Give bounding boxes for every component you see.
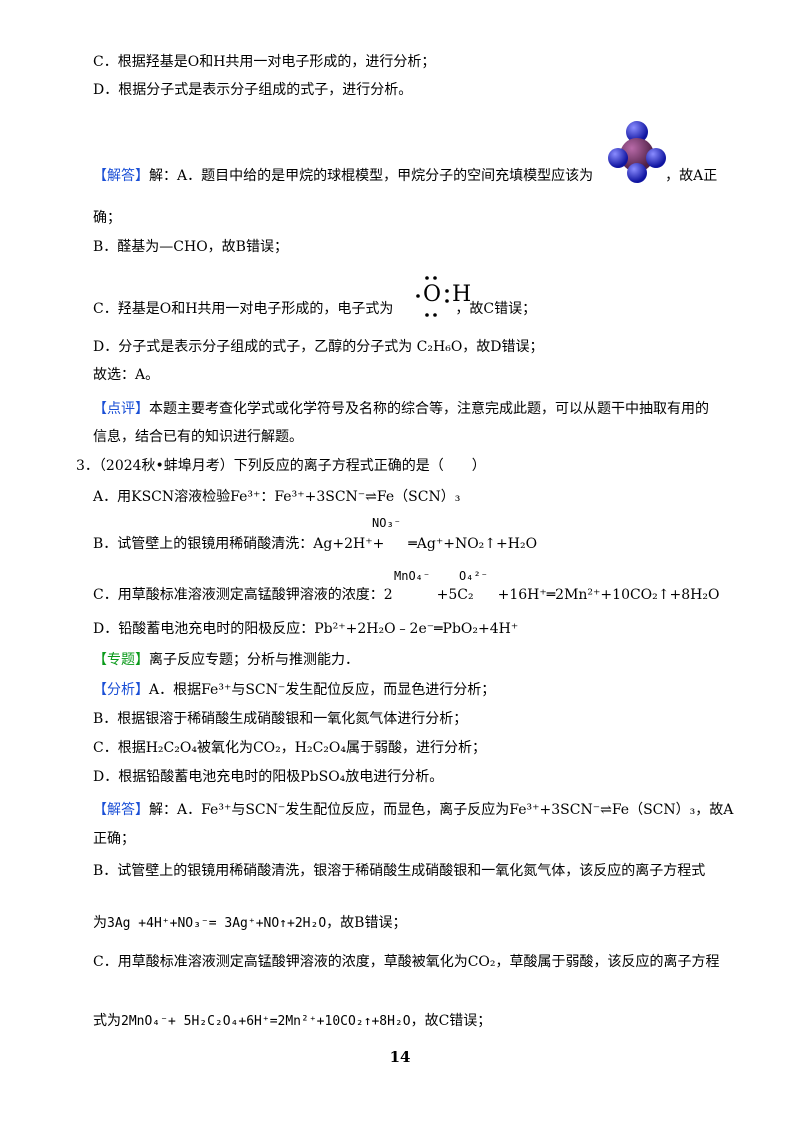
- text-line: D．分子式是表示分子组成的式子，乙醇的分子式为 C₂H₆O，故D错误；: [93, 339, 544, 355]
- text-span: 解：A．题目中给的是甲烷的球棍模型，甲烷分子的空间充填模型应该为: [149, 168, 594, 184]
- text-line: 【解答】解：A．Fe³⁺与SCN⁻发生配位反应，而显色，离子反应为Fe³⁺+3S…: [93, 800, 733, 820]
- review-tag: 【点评】: [93, 401, 149, 417]
- text-span: 本题主要考查化学式或化学符号及名称的综合等，注意完成此题，可以从题干中抽取有用的: [149, 401, 709, 417]
- nitrate-ion: NO₃⁻: [372, 516, 401, 530]
- text-span: B．试管壁上的银镜用稀硝酸清洗：Ag+2H⁺+: [93, 536, 385, 552]
- option-c: C．用草酸标准溶液测定高锰酸钾溶液的浓度：2 +5C₂ +16H⁺═2Mn²⁺+10…: [93, 585, 719, 605]
- text-span: ═Ag⁺+NO₂↑+H₂O: [408, 536, 538, 552]
- text-line: 【分析】A．根据Fe³⁺与SCN⁻发生配位反应，而显色进行分析；: [93, 680, 495, 700]
- option-b: B．试管壁上的银镜用稀硝酸清洗：Ag+2H⁺+ ═Ag⁺+NO₂↑+H₂O: [93, 534, 537, 554]
- permanganate-ion: MnO₄⁻: [394, 569, 431, 583]
- oxalate-ion: O₄²⁻: [459, 569, 488, 583]
- text-line: 信息，结合已有的知识进行解题。: [93, 429, 303, 445]
- text-span: ，故C错误；: [455, 301, 537, 317]
- option-a: A．用KSCN溶液检验Fe³⁺：Fe³⁺+3SCN⁻⇌Fe（SCN）₃: [93, 489, 461, 505]
- question-3-stem: 3．（2024秋•蚌埠月考）下列反应的离子方程式正确的是（ ）: [76, 458, 486, 474]
- text-span: A．根据Fe³⁺与SCN⁻发生配位反应，而显色进行分析；: [149, 682, 496, 698]
- hydrogen-symbol: H: [452, 282, 472, 307]
- text-line: 故选：A。: [93, 367, 160, 383]
- text-span: C．羟基是O和H共用一对电子形成的，电子式为: [93, 301, 394, 317]
- text-span: ，故C错误；: [410, 1013, 492, 1029]
- text-span: +16H⁺═2Mn²⁺+10CO₂↑+8H₂O: [497, 587, 720, 603]
- text-span: 为: [93, 915, 107, 931]
- text-span: 式为: [93, 1013, 121, 1029]
- text-line: B．根据银溶于稀硝酸生成硝酸银和一氧化氮气体进行分析；: [93, 711, 468, 727]
- topic-tag: 【专题】: [93, 652, 149, 668]
- text-line: B．醛基为—CHO，故B错误；: [93, 239, 288, 255]
- oxygen-symbol: O: [423, 282, 442, 307]
- text-line: C．用草酸标准溶液测定高锰酸钾溶液的浓度，草酸被氧化为CO₂，草酸属于弱酸，该反…: [93, 954, 720, 970]
- text-line: 正确；: [93, 831, 135, 847]
- text-line: C．根据羟基是O和H共用一对电子形成的，进行分析；: [93, 54, 436, 70]
- text-span: ，故B错误；: [326, 915, 407, 931]
- text-line: 为3Ag +4H⁺+NO₃⁻= 3Ag⁺+NO↑+2H₂O，故B错误；: [93, 913, 406, 934]
- text-line: D．根据铅酸蓄电池充电时的阳极PbSO₄放电进行分析。: [93, 769, 444, 785]
- electron-dots-icon: [416, 276, 449, 317]
- text-span: +5C₂: [436, 587, 474, 603]
- text-line: 确；: [93, 210, 121, 226]
- answer-tag: 【解答】: [93, 802, 149, 818]
- text-line: 【专题】离子反应专题；分析与推测能力．: [93, 650, 359, 670]
- text-line: 式为2MnO₄⁻+ 5H₂C₂O₄+6H⁺=2Mn²⁺+10CO₂↑+8H₂O，…: [93, 1011, 491, 1032]
- answer-tag: 【解答】: [93, 168, 149, 184]
- text-span: ，故A正: [665, 168, 718, 184]
- text-span: 解：A．Fe³⁺与SCN⁻发生配位反应，而显色，离子反应为Fe³⁺+3SCN⁻⇌…: [149, 802, 734, 818]
- analysis-tag: 【分析】: [93, 682, 149, 698]
- methane-space-filling-model-icon: [608, 121, 666, 183]
- equation-silver-nitric: 3Ag +4H⁺+NO₃⁻= 3Ag⁺+NO↑+2H₂O: [107, 916, 327, 931]
- text-span: 离子反应专题；分析与推测能力．: [149, 652, 359, 668]
- text-line: C．羟基是O和H共用一对电子形成的，电子式为 ，故C错误；: [93, 299, 536, 319]
- equation-oxalic-permanganate: 2MnO₄⁻+ 5H₂C₂O₄+6H⁺=2Mn²⁺+10CO₂↑+8H₂O: [121, 1014, 411, 1029]
- text-line: B．试管壁上的银镜用稀硝酸清洗，银溶于稀硝酸生成硝酸银和一氧化氮气体，该反应的离…: [93, 863, 706, 879]
- page-number: 14: [389, 1048, 411, 1066]
- text-span: C．用草酸标准溶液测定高锰酸钾溶液的浓度：2: [93, 587, 393, 603]
- text-line: C．根据H₂C₂O₄被氧化为CO₂，H₂C₂O₄属于弱酸，进行分析；: [93, 740, 486, 756]
- text-line: 【解答】解：A．题目中给的是甲烷的球棍模型，甲烷分子的空间充填模型应该为 ，故A正: [93, 166, 717, 186]
- text-line: D．根据分子式是表示分子组成的式子，进行分析。: [93, 82, 413, 98]
- text-line: 【点评】本题主要考查化学式或化学符号及名称的综合等，注意完成此题，可以从题干中抽…: [93, 399, 709, 419]
- electron-dot-formula: O H: [406, 272, 472, 320]
- option-d: D．铅酸蓄电池充电时的阳极反应：Pb²⁺+2H₂O﹣2e⁻═PbO₂+4H⁺: [93, 621, 519, 637]
